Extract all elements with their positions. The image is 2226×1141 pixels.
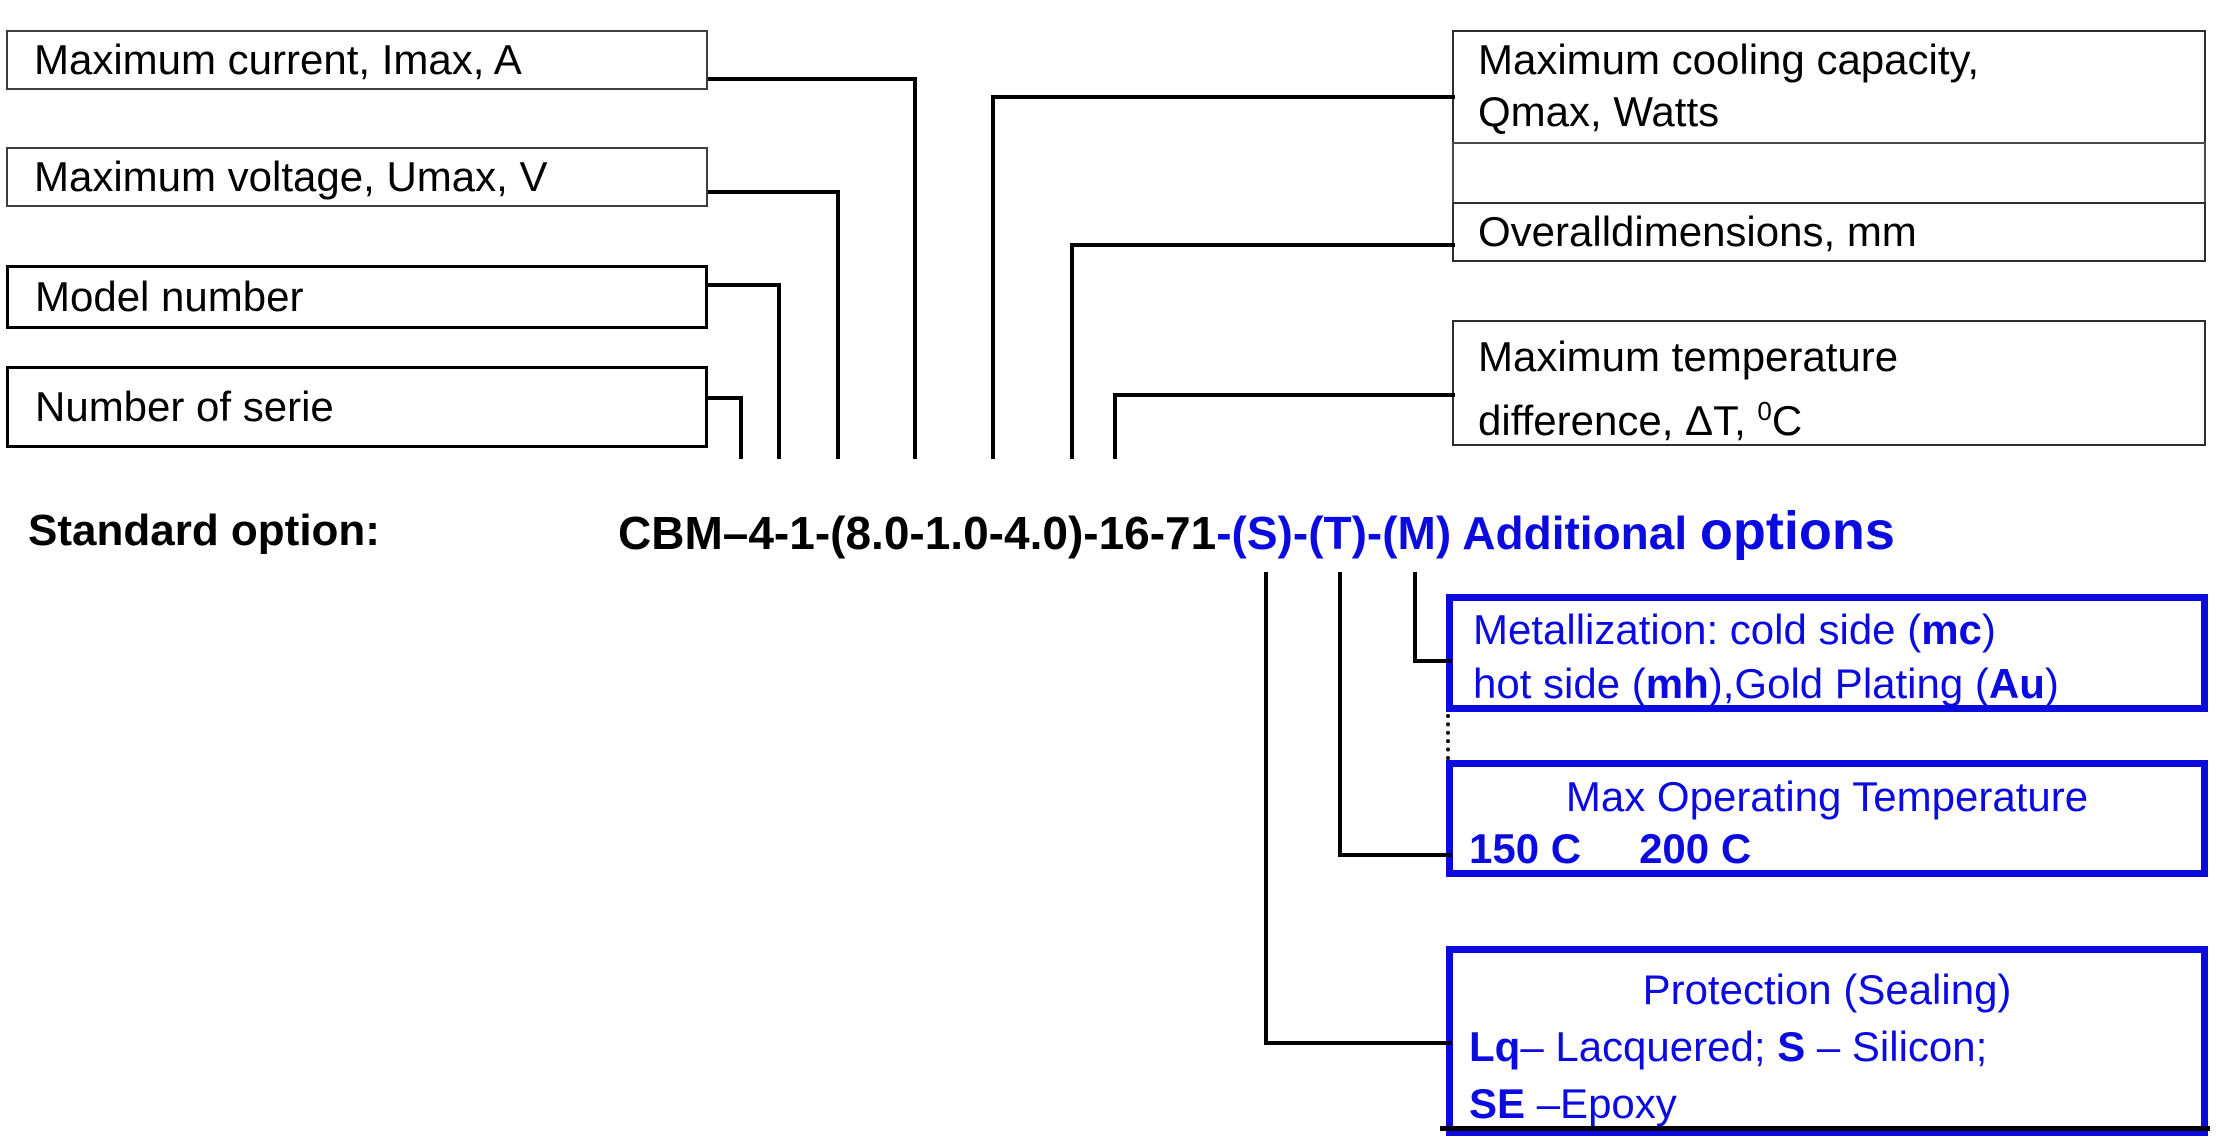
protection-line3: SE –Epoxy <box>1469 1080 1677 1127</box>
connector-m-h <box>1413 659 1452 663</box>
qmax-line2: Qmax, Watts <box>1478 88 1720 135</box>
connector-qmax-v <box>991 95 995 459</box>
option-box-metallization: Metallization: cold side (mc) hot side (… <box>1446 594 2208 712</box>
connector-s-h <box>1264 1041 1452 1045</box>
protection-box-underline <box>1440 1126 2210 1131</box>
left-box-model-number: Model number <box>6 265 708 329</box>
left-box-number-of-serie-label: Number of serie <box>35 383 334 430</box>
connector-dimensions-h <box>1070 243 1455 247</box>
connector-umax-h <box>708 190 840 194</box>
right-box-qmax: Maximum cooling capacity, Qmax, Watts <box>1452 30 2206 144</box>
metallization-line2: hot side (mh),Gold Plating (Au) <box>1473 660 2059 707</box>
connector-qmax-h <box>991 95 1455 99</box>
connector-imax-v <box>913 77 917 459</box>
dotted-link-metallization-temp <box>1446 714 1450 760</box>
connector-t-h <box>1338 853 1452 857</box>
right-box-dimensions: Overalldimensions, mm <box>1452 202 2206 262</box>
part-number-blue-segment: -(S)-(T)-(M) <box>1216 507 1452 559</box>
part-number: CBM–4-1-(8.0-1.0-4.0)-16-71-(S)-(T)-(M) … <box>618 492 1895 570</box>
additional-word: Additional <box>1451 507 1700 559</box>
degree-superscript: 0 <box>1757 396 1772 426</box>
standard-option-label: Standard option: <box>28 506 380 555</box>
connector-model-h <box>708 283 781 287</box>
delta-t-line1: Maximum temperature <box>1478 333 1899 380</box>
options-word: options <box>1699 501 1895 561</box>
left-box-umax: Maximum voltage, Umax, V <box>6 147 708 207</box>
connector-serie-v <box>739 396 743 459</box>
connector-serie-h <box>708 396 743 400</box>
connector-model-v <box>777 283 781 459</box>
connector-delta-t-v <box>1113 393 1117 459</box>
left-box-imax-label: Maximum current, Imax, A <box>34 36 522 83</box>
option-box-protection: Protection (Sealing) Lq– Lacquered; S – … <box>1446 946 2208 1136</box>
protection-title: Protection (Sealing) <box>1642 966 2012 1013</box>
connector-m-v <box>1413 572 1417 663</box>
protection-line2: Lq– Lacquered; S – Silicon; <box>1469 1023 1988 1070</box>
dimensions-label: Overalldimensions, mm <box>1478 208 1917 255</box>
right-box-delta-t: Maximum temperature difference, ΔT, 0C <box>1452 320 2206 446</box>
connector-delta-t-h <box>1113 393 1455 397</box>
connector-umax-v <box>836 190 840 459</box>
left-box-number-of-serie: Number of serie <box>6 366 708 448</box>
max-op-temp-title: Max Operating Temperature <box>1565 773 2089 820</box>
connector-s-v <box>1264 572 1268 1045</box>
left-box-umax-label: Maximum voltage, Umax, V <box>34 153 548 200</box>
connector-t-v <box>1338 572 1342 857</box>
qmax-line1: Maximum cooling capacity, <box>1478 36 1980 83</box>
left-box-model-number-label: Model number <box>35 273 304 320</box>
delta-t-line2: difference, ΔT, 0C <box>1478 396 1803 444</box>
right-box-spacer <box>1452 142 2206 204</box>
connector-dimensions-v <box>1070 243 1074 459</box>
metallization-line1: Metallization: cold side (mc) <box>1473 606 1996 653</box>
left-box-imax: Maximum current, Imax, A <box>6 30 708 90</box>
connector-imax-h <box>708 77 917 81</box>
part-number-black-segment: CBM–4-1-(8.0-1.0-4.0)-16-71 <box>618 507 1217 559</box>
